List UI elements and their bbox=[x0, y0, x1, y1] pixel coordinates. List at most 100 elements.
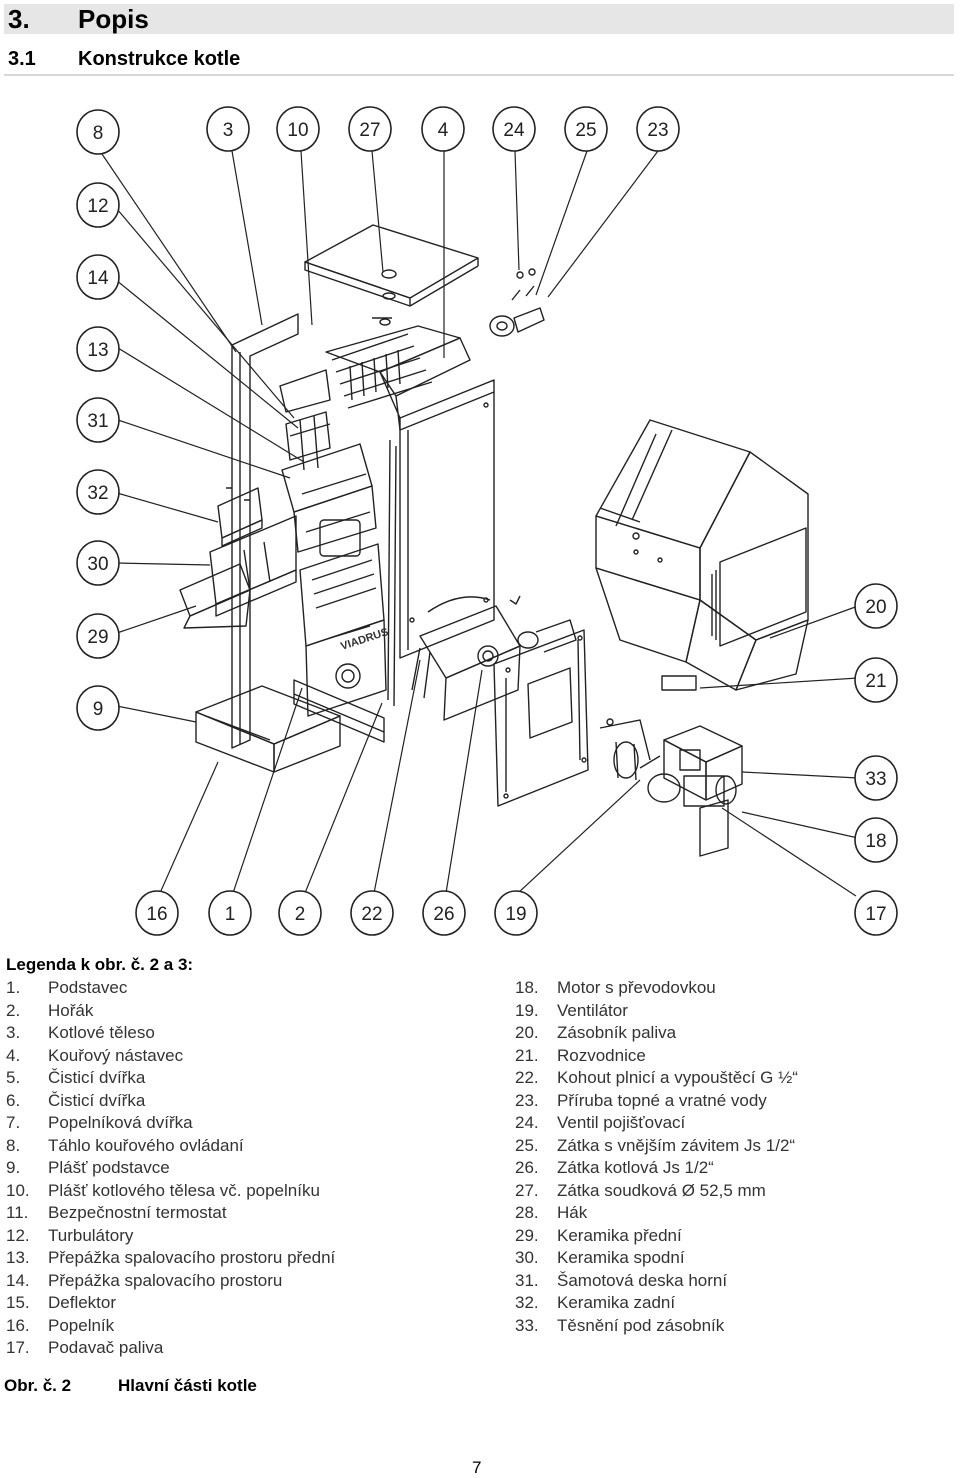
legend-item-number: 16. bbox=[6, 1315, 30, 1335]
callout-number: 31 bbox=[87, 411, 108, 432]
legend-item-number: 11. bbox=[6, 1203, 29, 1222]
callout-number: 8 bbox=[93, 123, 104, 144]
callout-circle bbox=[76, 326, 120, 372]
legend-item-text: Zátka kotlová Js 1/2“ bbox=[557, 1158, 714, 1177]
callout-circle bbox=[135, 890, 179, 936]
callout-31: 31 bbox=[76, 397, 120, 443]
callout-number: 32 bbox=[87, 483, 108, 504]
callout-number: 19 bbox=[505, 904, 526, 925]
callout-circle bbox=[564, 106, 608, 152]
callout-8: 8 bbox=[76, 109, 120, 155]
callout-number: 9 bbox=[93, 699, 104, 720]
legend-item-text: Popelník bbox=[48, 1315, 115, 1335]
section-title: Konstrukce kotle bbox=[78, 48, 241, 70]
callout-number: 2 bbox=[295, 904, 306, 925]
section-heading: 3.1 Konstrukce kotle bbox=[4, 44, 954, 76]
legend-item-text: Bezpečnostní termostat bbox=[48, 1203, 227, 1222]
callout-21: 21 bbox=[854, 657, 898, 703]
chapter-number: 3. bbox=[8, 4, 30, 34]
legend-item-number: 20. bbox=[515, 1023, 539, 1042]
door-brand-label: VIADRUS bbox=[339, 626, 390, 653]
legend-item-text: Ventil pojišťovací bbox=[557, 1113, 686, 1132]
callout-20: 20 bbox=[854, 583, 898, 629]
legend-item-text: Kohout plnicí a vypouštěcí G ½“ bbox=[557, 1068, 798, 1087]
legend-item-text: Motor s převodovkou bbox=[557, 978, 716, 997]
callout-16: 16 bbox=[135, 890, 179, 936]
callout-circle bbox=[854, 583, 898, 629]
legend-item-number: 21. bbox=[515, 1045, 539, 1065]
callout-18: 18 bbox=[854, 817, 898, 863]
callout-circle bbox=[276, 106, 320, 152]
legend-item-text: Těsnění pod zásobník bbox=[557, 1315, 725, 1335]
legend-item-number: 7. bbox=[6, 1113, 21, 1132]
legend-item-number: 26. bbox=[515, 1158, 539, 1177]
ash-drawer bbox=[195, 685, 341, 773]
boiler-body bbox=[279, 325, 471, 717]
callout-17: 17 bbox=[854, 890, 898, 936]
legend-item-text: Keramika přední bbox=[557, 1225, 682, 1245]
flange-parts bbox=[489, 268, 545, 337]
feeder-assembly bbox=[599, 718, 743, 857]
legend-item-number: 25. bbox=[515, 1135, 539, 1155]
legend-item-text: Hák bbox=[557, 1203, 588, 1222]
callout-9: 9 bbox=[76, 685, 120, 731]
legend-title: Legenda k obr. č. 2 a 3: bbox=[6, 955, 194, 974]
callout-number: 14 bbox=[87, 268, 109, 289]
callout-circle bbox=[278, 890, 322, 936]
legend-item-text: Šamotová deska horní bbox=[557, 1270, 728, 1290]
callout-14: 14 bbox=[76, 254, 120, 300]
legend-item-number: 31. bbox=[515, 1270, 539, 1290]
legend-item-text: Zátka s vnějším závitem Js 1/2“ bbox=[557, 1135, 796, 1155]
callout-circle bbox=[854, 755, 898, 801]
legend-item-number: 1. bbox=[6, 978, 21, 997]
legend-item-text: Kotlové těleso bbox=[48, 1023, 155, 1042]
callout-number: 17 bbox=[865, 904, 886, 925]
legend-item-number: 12. bbox=[6, 1225, 30, 1245]
feeder-cover-plate bbox=[493, 595, 589, 807]
chapter-title: Popis bbox=[78, 4, 149, 34]
legend-item-text: Přepážka spalovacího prostoru bbox=[48, 1270, 283, 1290]
callout-circle bbox=[494, 890, 538, 936]
callout-number: 16 bbox=[146, 904, 167, 925]
callout-circle bbox=[76, 469, 120, 515]
callout-number: 20 bbox=[865, 597, 886, 618]
chapter-heading: 3. Popis bbox=[4, 4, 954, 34]
legend-item-text: Čisticí dvířka bbox=[48, 1090, 146, 1110]
figure-label: Obr. č. 2 bbox=[4, 1376, 72, 1395]
callout-10: 10 bbox=[276, 106, 320, 152]
callout-number: 25 bbox=[575, 120, 596, 141]
callout-circle bbox=[350, 890, 394, 936]
legend-item-text: Podavač paliva bbox=[48, 1338, 164, 1357]
legend-item-number: 19. bbox=[515, 1000, 539, 1020]
callout-22: 22 bbox=[350, 890, 394, 936]
callout-circle bbox=[492, 106, 536, 152]
legend-item-number: 18. bbox=[515, 978, 539, 997]
callout-29: 29 bbox=[76, 613, 120, 659]
legend-item-text: Keramika spodní bbox=[557, 1248, 685, 1267]
legend-item-text: Keramika zadní bbox=[557, 1293, 676, 1312]
callout-13: 13 bbox=[76, 326, 120, 372]
callout-circle bbox=[76, 397, 120, 443]
legend-item-text: Podstavec bbox=[48, 978, 128, 997]
legend-item-number: 30. bbox=[515, 1248, 539, 1267]
callout-number: 27 bbox=[359, 120, 380, 141]
legend-item-number: 23. bbox=[515, 1090, 539, 1110]
callout-26: 26 bbox=[422, 890, 466, 936]
callout-number: 10 bbox=[287, 120, 308, 141]
callout-circle bbox=[854, 817, 898, 863]
callout-number: 3 bbox=[223, 120, 234, 141]
legend-item-number: 32. bbox=[515, 1293, 539, 1312]
legend-item-number: 27. bbox=[515, 1180, 539, 1200]
callout-number: 33 bbox=[865, 769, 886, 790]
legend-item-number: 4. bbox=[6, 1045, 21, 1065]
figure-caption: Hlavní části kotle bbox=[118, 1376, 257, 1395]
callout-number: 30 bbox=[87, 554, 108, 575]
callout-circle bbox=[76, 613, 120, 659]
legend-item-text: Popelníková dvířka bbox=[48, 1113, 193, 1132]
legend-item-number: 9. bbox=[6, 1158, 21, 1177]
callout-number: 21 bbox=[865, 671, 886, 692]
legend-item-number: 24. bbox=[515, 1113, 539, 1132]
burner-panel bbox=[411, 596, 521, 721]
callout-3: 3 bbox=[206, 106, 250, 152]
callout-1: 1 bbox=[208, 890, 252, 936]
